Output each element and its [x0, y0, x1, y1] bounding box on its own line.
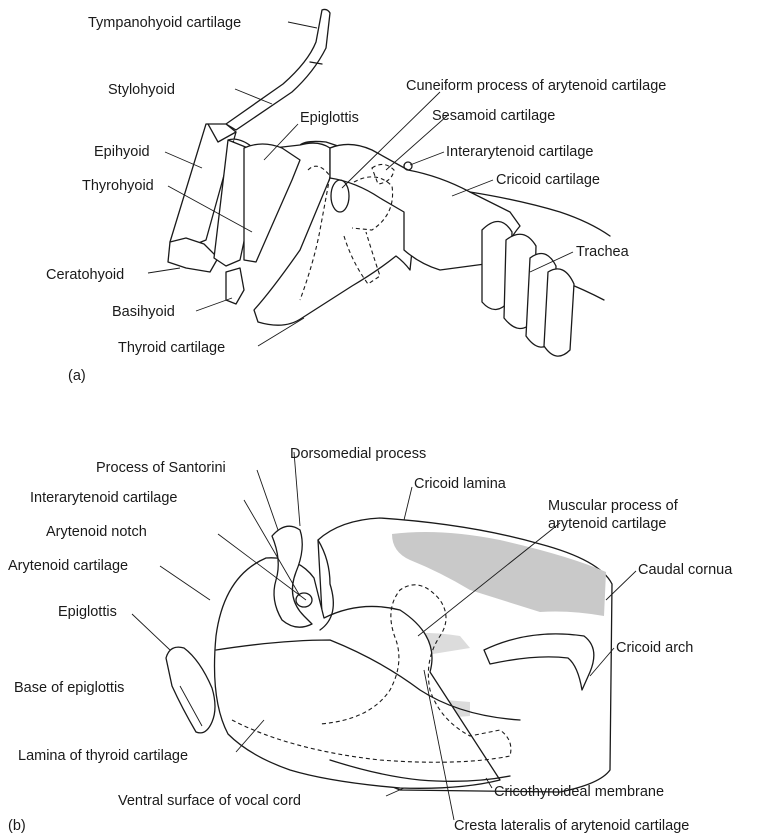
trachea-ring-4	[544, 269, 574, 356]
label-sesamoid: Sesamoid cartilage	[432, 108, 555, 124]
label-tympanohyoid: Tympanohyoid cartilage	[88, 15, 241, 31]
label-arytenoid: Arytenoid cartilage	[8, 558, 128, 574]
ceratohyoid-bone	[168, 238, 218, 272]
label-trachea: Trachea	[576, 244, 630, 260]
label-basihyoid: Basihyoid	[112, 304, 175, 320]
label-stylohyoid: Stylohyoid	[108, 82, 175, 98]
label-cricoid-lamina: Cricoid lamina	[414, 476, 507, 492]
label-arytenoid-notch: Arytenoid notch	[46, 524, 147, 540]
label-muscular-1: Muscular process of	[548, 498, 679, 514]
label-lamina-thyroid: Lamina of thyroid cartilage	[18, 748, 188, 764]
label-epiglottis-b: Epiglottis	[58, 604, 117, 620]
label-epiglottis-a: Epiglottis	[300, 110, 359, 126]
label-base-epiglottis: Base of epiglottis	[14, 680, 124, 696]
label-caudal-cornua: Caudal cornua	[638, 562, 733, 578]
panel-a-tag: (a)	[68, 368, 86, 384]
label-santorini: Process of Santorini	[96, 460, 226, 476]
label-ceratohyoid: Ceratohyoid	[46, 267, 124, 283]
label-ventral-vocal: Ventral surface of vocal cord	[118, 793, 301, 809]
panel-b-tag: (b)	[8, 818, 26, 834]
label-thyroid: Thyroid cartilage	[118, 340, 225, 356]
label-cuneiform: Cuneiform process of arytenoid cartilage	[406, 78, 666, 94]
basihyoid-bone	[226, 268, 244, 304]
label-cricothyroideal: Cricothyroideal membrane	[494, 784, 664, 800]
interarytenoid-small	[404, 162, 412, 170]
epiglottis-leaf	[166, 647, 215, 733]
label-dorsomedial: Dorsomedial process	[290, 446, 426, 462]
panel-b-drawing	[166, 518, 612, 792]
epiglottis-shape	[244, 144, 300, 262]
label-muscular-2: arytenoid cartilage	[548, 516, 667, 532]
label-epihyoid: Epihyoid	[94, 144, 150, 160]
label-interarytenoid-a: Interarytenoid cartilage	[446, 144, 594, 160]
label-thyrohyoid: Thyrohyoid	[82, 178, 154, 194]
arytenoid-notch-oval	[296, 593, 312, 607]
label-cricoid-arch: Cricoid arch	[616, 640, 693, 656]
label-interarytenoid-b: Interarytenoid cartilage	[30, 490, 178, 506]
label-cresta: Cresta lateralis of arytenoid cartilage	[454, 818, 689, 834]
label-cricoid: Cricoid cartilage	[496, 172, 600, 188]
